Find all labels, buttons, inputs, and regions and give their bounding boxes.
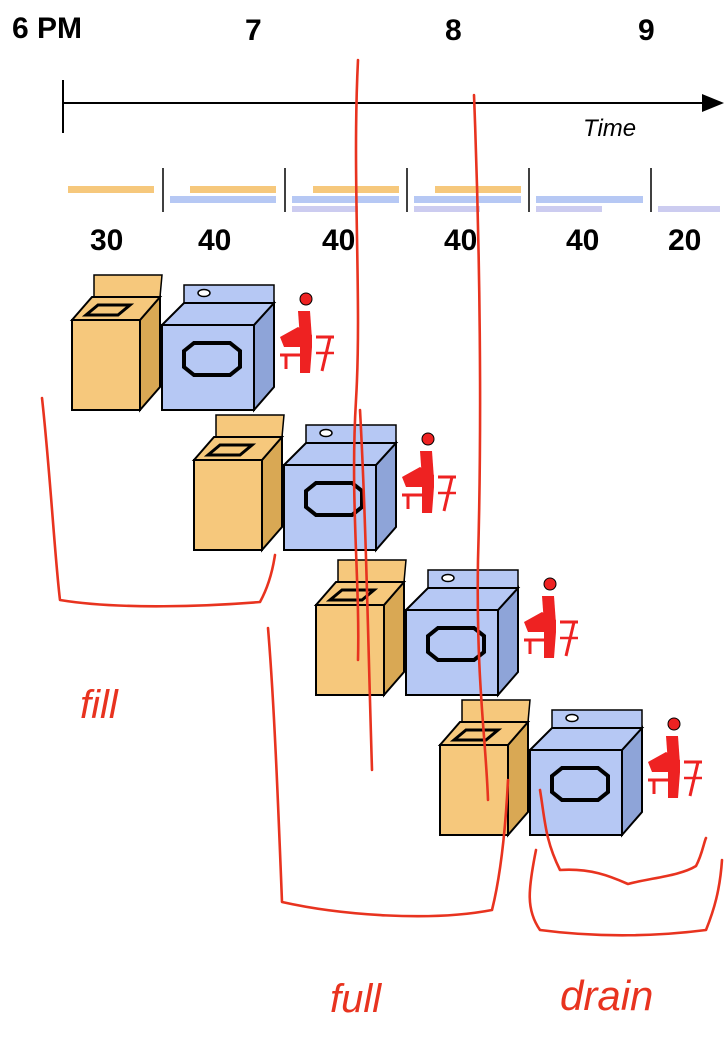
stage-bar-dry — [414, 196, 521, 203]
hour-label-8: 8 — [445, 14, 462, 47]
hour-label-7: 7 — [245, 14, 262, 47]
stage-bar-fold — [292, 206, 358, 212]
load-4 — [438, 698, 704, 837]
stage-bar-fold — [658, 206, 720, 212]
vertical-marker-line — [352, 58, 360, 662]
handwritten-annotations: fill full drain — [40, 58, 724, 1021]
hour-label-9: 9 — [638, 14, 655, 47]
bracket-drain-bottom — [528, 848, 724, 937]
bracket-fill — [40, 396, 277, 608]
stage-bar-fold — [414, 206, 480, 212]
duration-label: 40 — [444, 224, 477, 257]
annotation-drain: drain — [560, 972, 653, 1019]
stage-bar-dry — [170, 196, 276, 203]
vertical-marker-line — [472, 93, 490, 802]
duration-label: 40 — [322, 224, 355, 257]
load-1 — [70, 273, 336, 412]
load-2 — [192, 413, 458, 552]
vertical-marker-line — [358, 408, 374, 772]
duration-label: 20 — [668, 224, 701, 257]
time-axis-label: Time — [583, 115, 636, 142]
duration-label: 30 — [90, 224, 123, 257]
stage-bar-wash — [190, 186, 276, 193]
stage-bar-wash — [68, 186, 154, 193]
duration-label: 40 — [566, 224, 599, 257]
annotation-full: full — [330, 977, 382, 1021]
stage-bar-dry — [536, 196, 643, 203]
axis-arrowhead-icon — [702, 94, 724, 112]
annotation-fill: fill — [80, 683, 119, 727]
hour-label-6pm: 6 PM — [12, 12, 82, 45]
time-axis — [62, 80, 724, 133]
bracket-full — [266, 626, 510, 918]
stage-bar-fold — [536, 206, 602, 212]
stage-bars — [68, 168, 720, 212]
duration-label: 40 — [198, 224, 231, 257]
stage-bar-dry — [292, 196, 399, 203]
load-3 — [314, 558, 580, 697]
bracket-drain-top — [538, 788, 708, 886]
